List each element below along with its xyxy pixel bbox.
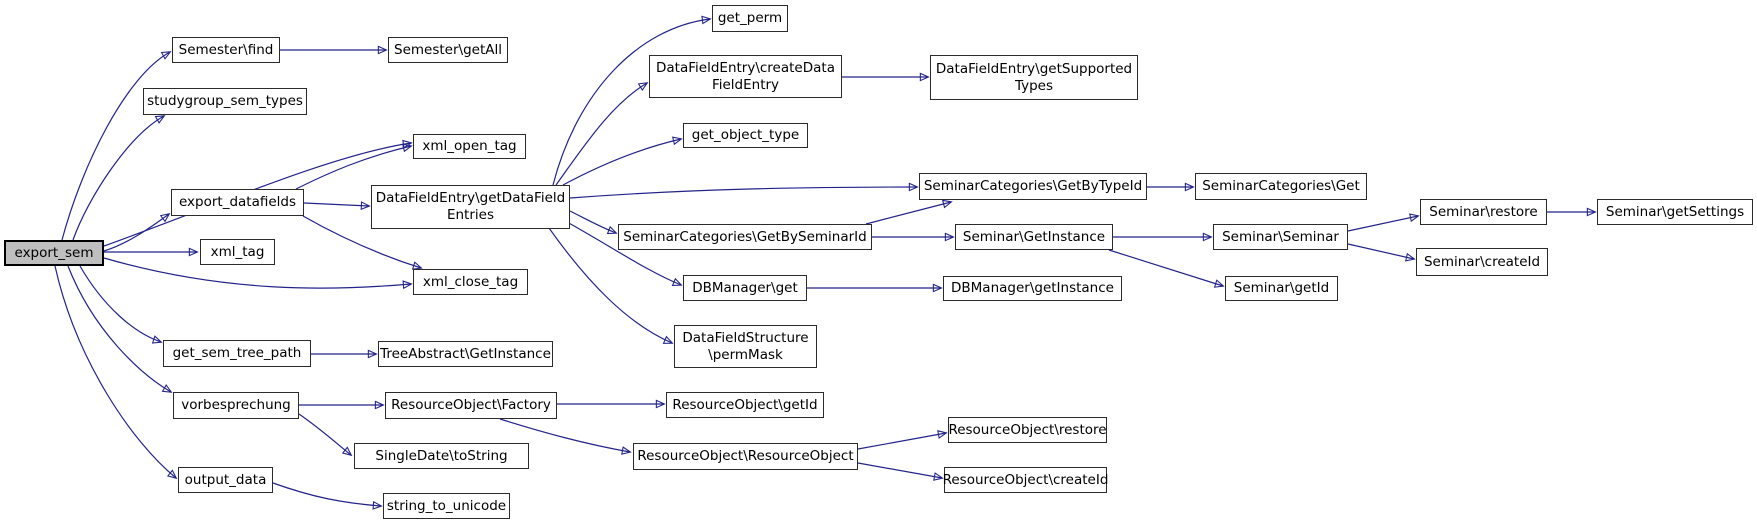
node-seminar-getinstance[interactable]: Seminar\GetInstance bbox=[955, 224, 1113, 250]
node-seminarcategories-get[interactable]: SeminarCategories\Get bbox=[1195, 173, 1367, 200]
node-vorbesprechung[interactable]: vorbesprechung bbox=[173, 392, 299, 419]
edge-resourceobject_resourceobject-resourceobject_createid bbox=[857, 462, 944, 481]
node-semester-getall[interactable]: Semester\getAll bbox=[388, 37, 508, 63]
node-seminar-createid[interactable]: Seminar\createId bbox=[1416, 248, 1548, 276]
node-output-data[interactable]: output_data bbox=[178, 467, 273, 493]
edge-export_datafields-datafieldentry_getdatafieldentries bbox=[303, 201, 371, 211]
node-seminar-getid[interactable]: Seminar\getId bbox=[1225, 276, 1338, 301]
node-resourceobject-restore[interactable]: ResourceObject\restore bbox=[948, 417, 1107, 443]
edge-export_sem-vorbesprechung bbox=[67, 265, 173, 393]
node-xml-close-tag[interactable]: xml_close_tag bbox=[413, 269, 528, 295]
node-seminar-getsettings[interactable]: Seminar\getSettings bbox=[1597, 199, 1753, 225]
node-dbmanager-get[interactable]: DBManager\get bbox=[683, 275, 807, 301]
edge-vorbesprechung-singledate_tostring bbox=[298, 413, 353, 457]
node-singledate-tostring[interactable]: SingleDate\toString bbox=[354, 443, 529, 469]
edge-datafieldentry_getdatafieldentries-datafieldentry_createdatafieldentry bbox=[555, 82, 649, 186]
node-get-sem-tree-path[interactable]: get_sem_tree_path bbox=[163, 340, 311, 367]
edge-export_sem-output_data bbox=[54, 265, 178, 480]
node-resourceobject-createid[interactable]: ResourceObject\createId bbox=[943, 467, 1108, 493]
edge-datafieldentry_getdatafieldentries-seminarcategories_getbyseminarid bbox=[569, 210, 618, 235]
node-semester-find[interactable]: Semester\find bbox=[172, 37, 280, 63]
edge-seminar_seminar-seminar_restore bbox=[1347, 213, 1420, 232]
node-resourceobject-factory[interactable]: ResourceObject\Factory bbox=[385, 392, 557, 419]
node-seminar-seminar[interactable]: Seminar\Seminar bbox=[1213, 224, 1348, 250]
node-resourceobject-resourceobject[interactable]: ResourceObject\ResourceObject bbox=[633, 443, 858, 470]
node-xml-tag[interactable]: xml_tag bbox=[200, 239, 275, 265]
node-resourceobject-getid[interactable]: ResourceObject\getId bbox=[666, 392, 824, 418]
node-datafieldentry-getsupportedtypes[interactable]: DataFieldEntry\getSupported Types bbox=[930, 55, 1138, 100]
node-datafieldstructure-permmask[interactable]: DataFieldStructure \permMask bbox=[674, 325, 817, 368]
edge-export_sem-semester_find bbox=[61, 51, 172, 241]
node-get-object-type[interactable]: get_object_type bbox=[683, 123, 808, 148]
edge-datafieldentry_getdatafieldentries-datafieldstructure_permmask bbox=[548, 227, 674, 344]
edge-export_sem-export_datafields bbox=[103, 212, 171, 252]
edge-datafieldentry_getdatafieldentries-dbmanager_get bbox=[566, 221, 683, 286]
edge-datafieldentry_getdatafieldentries-seminarcategories_getbytypeid bbox=[569, 182, 919, 199]
node-string-to-unicode[interactable]: string_to_unicode bbox=[383, 493, 510, 519]
node-get-perm[interactable]: get_perm bbox=[712, 5, 788, 32]
node-datafieldentry-getdatafieldentries[interactable]: DataFieldEntry\getDataField Entries bbox=[371, 185, 570, 229]
node-export-sem[interactable]: export_sem bbox=[4, 240, 104, 266]
edge-resourceobject_factory-resourceobject_resourceobject bbox=[499, 418, 632, 455]
node-seminarcategories-getbytypeid[interactable]: SeminarCategories\GetByTypeId bbox=[919, 173, 1147, 200]
node-seminar-restore[interactable]: Seminar\restore bbox=[1420, 199, 1547, 225]
node-xml-open-tag[interactable]: xml_open_tag bbox=[413, 134, 526, 159]
edge-export_datafields-xml_open_tag bbox=[295, 143, 413, 190]
node-dbmanager-getinstance[interactable]: DBManager\getInstance bbox=[943, 276, 1122, 301]
node-studygroup-sem-types[interactable]: studygroup_sem_types bbox=[143, 88, 307, 115]
edge-seminarcategories_getbyseminarid-seminarcategories_getbytypeid bbox=[865, 199, 953, 225]
edge-seminar_getinstance-seminar_getid bbox=[1108, 249, 1225, 288]
edge-export_sem-get_sem_tree_path bbox=[79, 265, 163, 344]
edge-seminar_seminar-seminar_createid bbox=[1347, 243, 1416, 262]
node-treeabstract-getinstance[interactable]: TreeAbstract\GetInstance bbox=[378, 341, 553, 367]
edge-export_datafields-xml_close_tag bbox=[302, 215, 423, 270]
node-datafieldentry-createdatafieldentry[interactable]: DataFieldEntry\createData FieldEntry bbox=[649, 55, 842, 98]
node-export-datafields[interactable]: export_datafields bbox=[171, 189, 304, 216]
edge-export_sem-studygroup_sem_types bbox=[72, 115, 166, 241]
edge-export_sem-xml_close_tag bbox=[103, 257, 413, 290]
edge-datafieldentry_getdatafieldentries-get_object_type bbox=[562, 136, 683, 186]
edge-datafieldentry_getdatafieldentries-get_perm bbox=[552, 15, 712, 186]
edge-output_data-string_to_unicode bbox=[272, 482, 383, 510]
node-seminarcategories-getbyseminarid[interactable]: SeminarCategories\GetBySeminarId bbox=[618, 224, 872, 250]
edge-resourceobject_resourceobject-resourceobject_restore bbox=[857, 430, 948, 450]
